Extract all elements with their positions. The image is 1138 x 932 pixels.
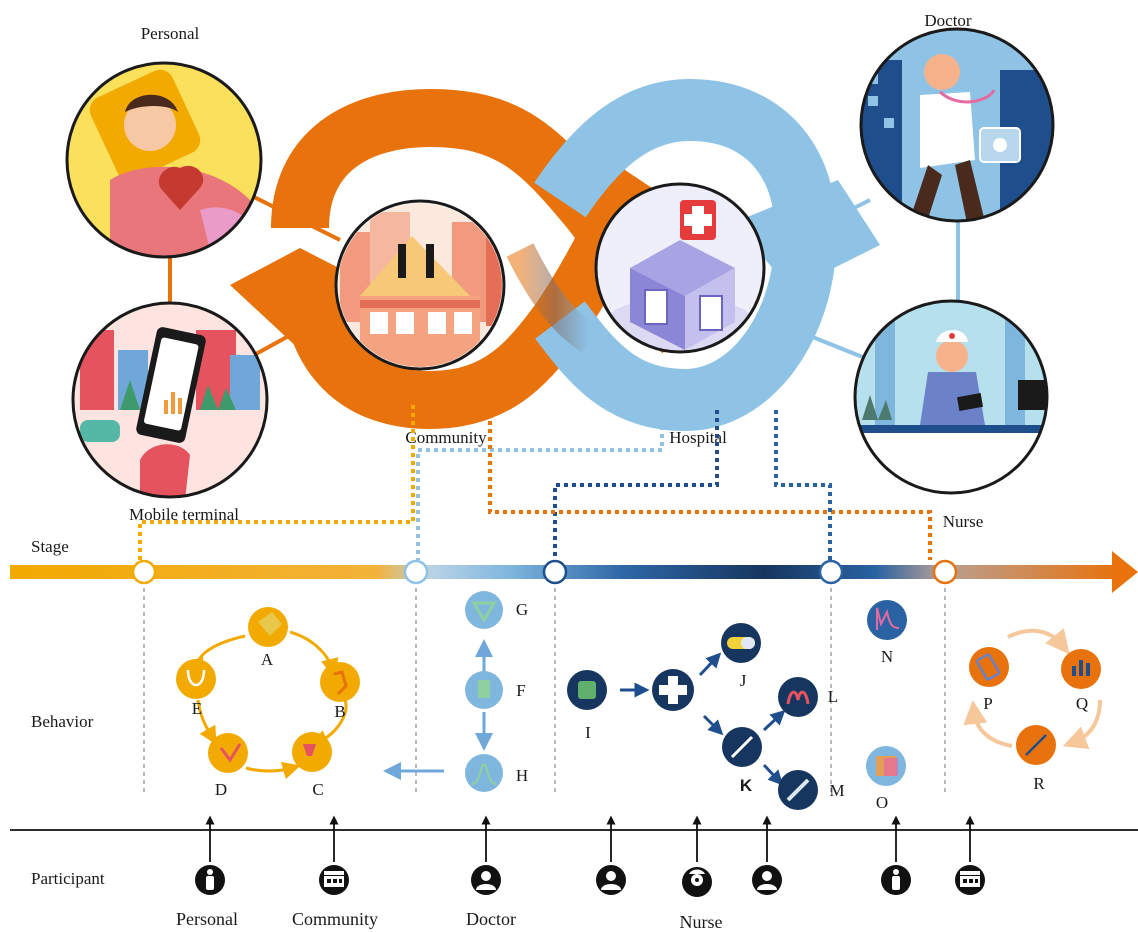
- behavior-label-j: J: [740, 671, 747, 690]
- behavior-label-r: R: [1033, 774, 1045, 793]
- behavior-cluster-hospital: I J L K M: [567, 623, 845, 810]
- behavior-label-d: D: [215, 780, 227, 799]
- participant-icons: [195, 865, 985, 897]
- behavior-label-h: H: [516, 766, 528, 785]
- row-label-stage: Stage: [31, 537, 69, 556]
- nurse-illustration: [853, 299, 1049, 495]
- label-mobile-terminal: Mobile terminal: [129, 505, 239, 524]
- label-community-top: Community: [405, 428, 487, 447]
- behavior-cluster-nurse: N O: [866, 600, 907, 812]
- behavior-label-e: E: [192, 699, 202, 718]
- label-personal-top: Personal: [141, 24, 200, 43]
- stage-node-doctor: [542, 559, 568, 585]
- behavior-label-l: L: [828, 687, 838, 706]
- row-label-participant: Participant: [31, 869, 105, 888]
- row-label-behavior: Behavior: [31, 712, 94, 731]
- person-icon-2: [881, 865, 911, 895]
- community-illustration: [334, 199, 506, 371]
- behavior-label-a: A: [261, 650, 274, 669]
- behavior-cycle-end: P Q R: [963, 628, 1102, 793]
- label-nurse-top: Nurse: [943, 512, 984, 531]
- behavior-node-e: [176, 659, 216, 699]
- stage-connectors: [138, 405, 932, 560]
- behavior-node-h: [465, 754, 503, 792]
- stage-node-end: [932, 559, 958, 585]
- behavior-label-m: M: [829, 781, 844, 800]
- label-hospital-top: Hospital: [669, 428, 727, 447]
- behavior-label-p: P: [983, 694, 992, 713]
- stage-node-personal: [131, 559, 157, 585]
- behavior-node-d: [208, 733, 248, 773]
- stage-guides: [143, 588, 946, 792]
- nurse-icon: [682, 867, 712, 897]
- infinity-loop: [230, 78, 880, 432]
- behavior-label-k: K: [740, 776, 753, 795]
- doctor-icon: [471, 865, 501, 895]
- label-doctor-top: Doctor: [924, 11, 972, 30]
- behavior-label-n: N: [881, 647, 893, 666]
- behavior-label-c: C: [312, 780, 323, 799]
- doctor-illustration: [859, 27, 1055, 223]
- participant-label-personal: Personal: [176, 909, 238, 929]
- stage-node-community: [403, 559, 429, 585]
- behavior-cluster-community: G F H: [383, 591, 528, 792]
- personal-illustration: [65, 61, 263, 259]
- participant-label-nurse: Nurse: [680, 912, 723, 932]
- doctor-icon-3: [752, 865, 782, 895]
- stage-node-nurse: [818, 559, 844, 585]
- stage-axis: [10, 551, 1138, 593]
- behavior-label-o: O: [876, 793, 888, 812]
- person-icon: [195, 865, 225, 895]
- doctor-icon-2: [596, 865, 626, 895]
- behavior-node-b: [320, 662, 360, 702]
- community-building-icon: [319, 865, 349, 895]
- behavior-label-g: G: [516, 600, 528, 619]
- behavior-cycle-personal: A B C D E: [176, 607, 360, 799]
- loop-arrowhead-blue: [735, 180, 880, 290]
- behavior-node-n: [867, 600, 907, 640]
- stage-arrowhead: [1112, 551, 1138, 593]
- behavior-label-q: Q: [1076, 694, 1088, 713]
- behavior-label-b: B: [334, 702, 345, 721]
- participant-label-community: Community: [292, 909, 378, 929]
- community-building-icon-2: [955, 865, 985, 895]
- mobile-terminal-illustration: [71, 301, 269, 499]
- participant-label-doctor: Doctor: [466, 909, 516, 929]
- behavior-label-i: I: [585, 723, 591, 742]
- behavior-label-f: F: [516, 681, 525, 700]
- participant-arrows: [205, 815, 975, 862]
- hospital-illustration: [594, 182, 766, 354]
- behavior-node-p: [969, 647, 1009, 687]
- behavior-node-g: [465, 591, 503, 629]
